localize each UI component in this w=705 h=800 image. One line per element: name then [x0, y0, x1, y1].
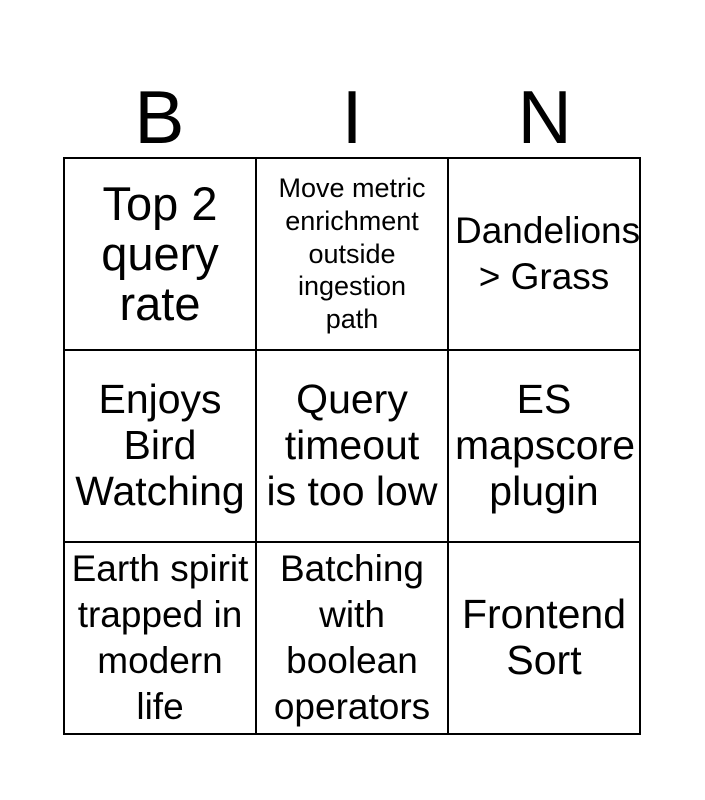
- bingo-header-row: B I N: [63, 62, 641, 154]
- bingo-cell-b2[interactable]: Enjoys Bird Watching: [65, 351, 257, 543]
- bingo-header-column-n: N: [448, 62, 641, 154]
- bingo-header-letter-i: I: [341, 74, 363, 159]
- bingo-header-letter-n: N: [517, 74, 572, 159]
- bingo-header-column-b: B: [63, 62, 256, 154]
- bingo-cell-i1[interactable]: Move metric enrichment outside ingestion…: [257, 159, 449, 351]
- bingo-header-column-i: I: [256, 62, 449, 154]
- bingo-cell-i2[interactable]: Query timeout is too low: [257, 351, 449, 543]
- bingo-cell-text: Frontend Sort: [461, 591, 627, 683]
- bingo-cell-text: Enjoys Bird Watching: [75, 376, 245, 514]
- bingo-cell-n1[interactable]: Dandelions > Grass: [449, 159, 641, 351]
- bingo-cell-text: Earth spirit trapped in modern life: [71, 547, 249, 728]
- bingo-cell-b3[interactable]: Earth spirit trapped in modern life: [65, 543, 257, 735]
- bingo-cell-text: Query timeout is too low: [266, 376, 438, 514]
- bingo-cell-text: ES mapscore plugin: [455, 376, 636, 514]
- bingo-cell-text: Dandelions > Grass: [455, 209, 641, 297]
- bingo-cell-n3[interactable]: Frontend Sort: [449, 543, 641, 735]
- bingo-cell-i3[interactable]: Batching with boolean operators: [257, 543, 449, 735]
- bingo-cell-text: Move metric enrichment outside ingestion…: [278, 172, 426, 335]
- bingo-cell-b1[interactable]: Top 2 query rate: [65, 159, 257, 351]
- bingo-cell-text: Batching with boolean operators: [273, 547, 431, 728]
- bingo-header-letter-b: B: [134, 74, 185, 159]
- bingo-cell-n2[interactable]: ES mapscore plugin: [449, 351, 641, 543]
- bingo-cell-text: Top 2 query rate: [101, 177, 219, 330]
- bingo-grid: Top 2 query rate Move metric enrichment …: [63, 157, 641, 735]
